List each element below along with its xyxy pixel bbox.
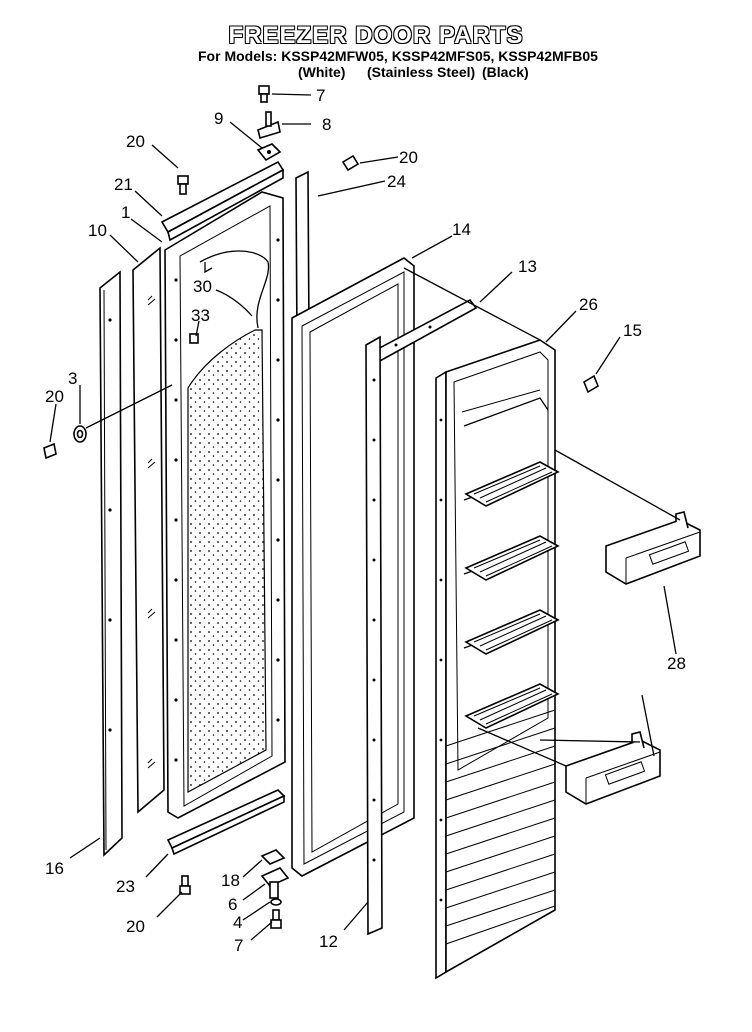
part-20-screw-top-left xyxy=(177,175,189,195)
label-30: 30 xyxy=(193,277,212,296)
part-26-door-liner xyxy=(435,339,560,980)
part-7-bottom-screw xyxy=(270,909,282,929)
part-28-bin-upper xyxy=(605,511,701,585)
label-15: 15 xyxy=(623,321,642,340)
part-18-hinge-plate xyxy=(260,849,286,865)
part-4-washer xyxy=(270,898,282,906)
label-3: 3 xyxy=(68,369,77,388)
liner-shelf-3 xyxy=(464,609,560,655)
part-3-washer xyxy=(73,425,87,443)
label-8: 8 xyxy=(322,115,331,134)
label-18: 18 xyxy=(221,871,240,890)
label-4: 4 xyxy=(233,913,242,932)
part-23-bottom-channel xyxy=(166,789,286,856)
part-14-gasket xyxy=(291,257,415,877)
label-6: 6 xyxy=(228,895,237,914)
label-13: 13 xyxy=(518,257,537,276)
label-9: 9 xyxy=(214,109,223,128)
part-21-top-channel xyxy=(160,160,285,242)
liner-shelf-2 xyxy=(464,535,560,581)
part-15-screw xyxy=(583,374,599,394)
label-12: 12 xyxy=(319,932,338,951)
model-list: For Models: KSSP42MFW05, KSSP42MFS05, KS… xyxy=(198,48,598,64)
label-20-bottom: 20 xyxy=(126,917,145,936)
liner-shelf-1 xyxy=(464,461,560,507)
variant-white: (White) xyxy=(298,64,346,80)
leader-lines xyxy=(49,93,681,941)
part-28-bin-lower xyxy=(565,731,661,805)
label-10: 10 xyxy=(88,221,107,240)
label-23: 23 xyxy=(116,877,135,896)
part-10-glass-panel xyxy=(132,246,165,814)
part-8-hinge-pin xyxy=(257,111,281,140)
part-20-screw-bottom xyxy=(179,875,191,895)
label-21: 21 xyxy=(114,175,133,194)
part-12-vertical-strip xyxy=(365,335,383,936)
part-20-screw-left xyxy=(43,442,57,460)
callout-labels: 7 8 9 20 20 24 21 1 10 14 13 30 33 26 15… xyxy=(45,86,686,955)
diagram-title: FREEZER DOOR PARTS xyxy=(228,22,524,49)
label-26: 26 xyxy=(579,295,598,314)
label-33: 33 xyxy=(191,306,210,325)
variant-stainless: (Stainless Steel) xyxy=(367,64,476,80)
label-1: 1 xyxy=(121,203,130,222)
part-7-top-screw xyxy=(258,85,270,103)
variant-black: (Black) xyxy=(482,64,529,80)
label-28: 28 xyxy=(667,654,686,673)
label-24: 24 xyxy=(387,172,406,191)
label-20-top-left: 20 xyxy=(126,132,145,151)
part-1-door-frame xyxy=(164,191,286,819)
label-20-top-right: 20 xyxy=(399,148,418,167)
part-20-screw-top-right xyxy=(341,154,360,172)
part-9-hinge-plate xyxy=(256,143,282,162)
label-20-left: 20 xyxy=(45,387,64,406)
label-16: 16 xyxy=(45,859,64,878)
label-14: 14 xyxy=(452,220,471,239)
part-6-bottom-hinge xyxy=(260,867,290,899)
liner-ribs xyxy=(445,709,556,945)
part-16-side-trim xyxy=(99,270,123,857)
label-7-top: 7 xyxy=(316,86,325,105)
liner-shelf-4 xyxy=(464,683,560,729)
label-7-bottom: 7 xyxy=(234,936,243,955)
